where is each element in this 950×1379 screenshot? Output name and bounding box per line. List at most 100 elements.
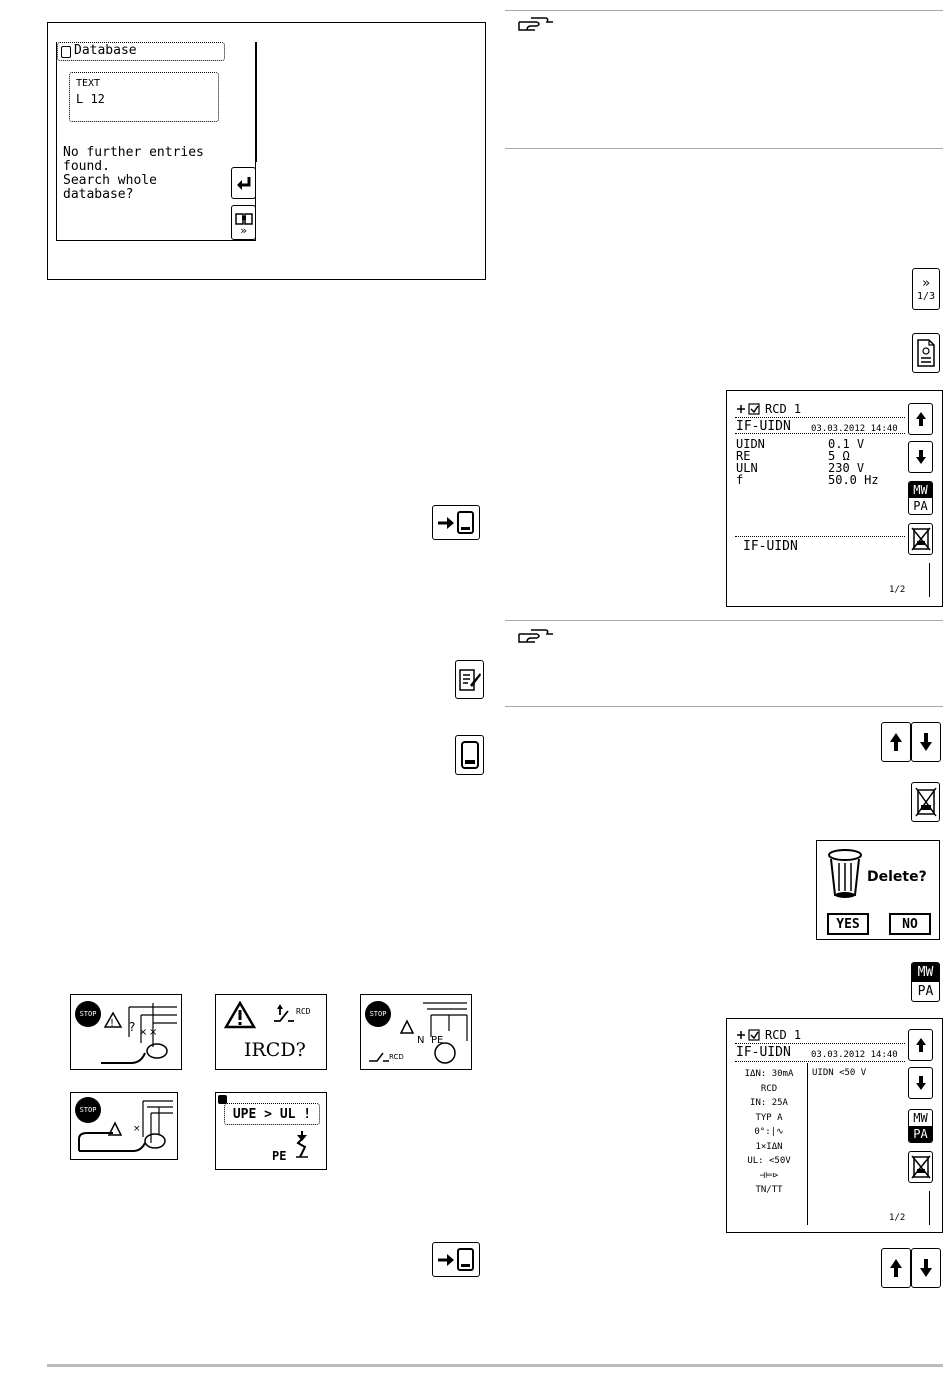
status-icons xyxy=(737,403,760,415)
next-chevron-label: » xyxy=(240,223,247,237)
scroll-bracket xyxy=(929,563,934,597)
pe-label: PE xyxy=(272,1149,287,1163)
double-chevron-icon: » xyxy=(922,275,930,291)
column-divider xyxy=(807,1063,808,1225)
delete-button[interactable] xyxy=(908,1151,933,1183)
enter-arrow-icon xyxy=(236,177,250,190)
no-button[interactable]: NO xyxy=(889,913,931,935)
wiring-diagram-icon: × xyxy=(78,1100,173,1152)
arrow-to-memory-icon xyxy=(438,1247,474,1271)
rule-top-right xyxy=(505,10,943,11)
save-to-memory-button[interactable] xyxy=(432,505,480,540)
svg-text:×: × xyxy=(139,1027,147,1038)
rcd-result-screen-pa: RCD 1 IF-UIDN 03.03.2012 14:40 IΔN: 30mA… xyxy=(726,1018,943,1233)
parameter-row: TN/TT xyxy=(755,1185,783,1195)
yes-button[interactable]: YES xyxy=(827,913,869,935)
arrow-down-icon xyxy=(915,1076,926,1090)
arrow-down-icon xyxy=(920,733,932,751)
svg-text:!: ! xyxy=(110,1018,114,1029)
arrow-up-icon xyxy=(890,733,902,751)
delete-memory-icon xyxy=(910,1155,931,1179)
mw-option: MW xyxy=(909,482,932,498)
message-line: No further entries xyxy=(63,145,204,160)
scroll-up-button[interactable] xyxy=(881,722,911,762)
parameter-row: RCD xyxy=(760,1083,778,1094)
edit-note-icon xyxy=(458,668,481,691)
parameter-list: IΔN: 30mA RCD IN: 25A TYP A 0°:|∿ 1×IΔN … xyxy=(733,1067,805,1198)
rcd-label: RCD xyxy=(296,1007,311,1016)
arrow-down-icon xyxy=(915,450,926,464)
report-button[interactable] xyxy=(912,333,940,373)
parameter-row: IN: 25A xyxy=(750,1098,788,1108)
report-document-icon xyxy=(917,339,935,367)
edit-entry-button[interactable] xyxy=(455,660,484,699)
trash-can-icon xyxy=(828,849,862,898)
scroll-down-button[interactable] xyxy=(908,441,933,473)
binoculars-icon xyxy=(234,212,253,225)
svg-text:?: ? xyxy=(129,1020,135,1034)
delete-memory-icon xyxy=(910,527,931,551)
svg-text:N: N xyxy=(417,1035,424,1046)
arrow-up-icon xyxy=(890,1259,902,1277)
delete-memory-icon xyxy=(914,787,937,817)
test-name: IF-UIDN xyxy=(736,419,791,434)
scroll-up-button[interactable] xyxy=(908,403,933,435)
memory-button[interactable] xyxy=(455,735,484,775)
test-name: IF-UIDN xyxy=(736,1045,791,1060)
footer-test-name: IF-UIDN xyxy=(743,539,798,554)
arrow-up-icon xyxy=(915,1038,926,1052)
lightning-icon xyxy=(296,1131,308,1158)
delete-button[interactable] xyxy=(911,782,940,822)
scroll-up-button[interactable] xyxy=(881,1248,911,1288)
arrow-to-memory-icon xyxy=(438,510,474,534)
touch-voltage-warning: UPE > UL ! PE xyxy=(215,1092,327,1170)
parameter-row: 0°:|∿ xyxy=(754,1127,784,1137)
arrow-up-icon xyxy=(915,412,926,426)
stop-icon: STOP xyxy=(365,1001,391,1027)
text-field-box[interactable]: TEXT L 12 xyxy=(69,72,219,122)
scroll-down-button[interactable] xyxy=(911,722,941,762)
save-to-memory-button[interactable] xyxy=(432,1242,480,1277)
status-icons xyxy=(737,1029,760,1041)
mw-pa-toggle[interactable]: MW PA xyxy=(908,481,933,515)
text-field-value: L 12 xyxy=(76,92,105,106)
message-line: Search whole xyxy=(63,173,157,188)
upe-ul-label: UPE > UL ! xyxy=(232,1106,312,1122)
rule-right-1 xyxy=(505,148,943,149)
pa-option: PA xyxy=(913,499,928,513)
mw-pa-toggle[interactable]: MW PA xyxy=(908,1109,933,1143)
pointing-hand-icon xyxy=(517,14,555,34)
message-line: database? xyxy=(63,187,134,202)
wiring-diagram-icon: !?×× xyxy=(101,1003,177,1064)
delete-button[interactable] xyxy=(908,523,933,555)
rcd-switch-icon xyxy=(274,1004,294,1022)
page-indicator: 1/3 xyxy=(916,290,936,302)
lock-icon xyxy=(218,1095,227,1104)
svg-text:PE: PE xyxy=(431,1035,443,1046)
database-icon xyxy=(61,46,71,58)
stop-icon: STOP xyxy=(75,1001,101,1027)
scroll-up-button[interactable] xyxy=(908,1029,933,1061)
mw-pa-toggle[interactable]: MW PA xyxy=(911,962,940,1002)
rcd-trip-warning: RCD IRCD? xyxy=(215,994,327,1070)
rcd-header: RCD 1 xyxy=(765,402,802,416)
stop-icon: STOP xyxy=(75,1097,101,1123)
header-divider xyxy=(735,1061,905,1062)
page-forward-button[interactable]: » 1/3 xyxy=(912,268,940,310)
mw-option: MW xyxy=(913,1111,928,1125)
not-found-message: No further entries found. Search whole d… xyxy=(63,146,204,202)
parameter-row: UL: <50V xyxy=(747,1156,791,1166)
scroll-bar[interactable] xyxy=(255,42,257,162)
pa-option: PA xyxy=(917,984,934,999)
enter-button[interactable] xyxy=(231,167,256,199)
search-database-button[interactable]: » xyxy=(231,205,256,240)
text-field-label: TEXT xyxy=(76,78,101,89)
scroll-down-button[interactable] xyxy=(911,1248,941,1288)
scroll-down-button[interactable] xyxy=(908,1067,933,1099)
delete-confirm-dialog: Delete? YES NO xyxy=(816,840,940,940)
